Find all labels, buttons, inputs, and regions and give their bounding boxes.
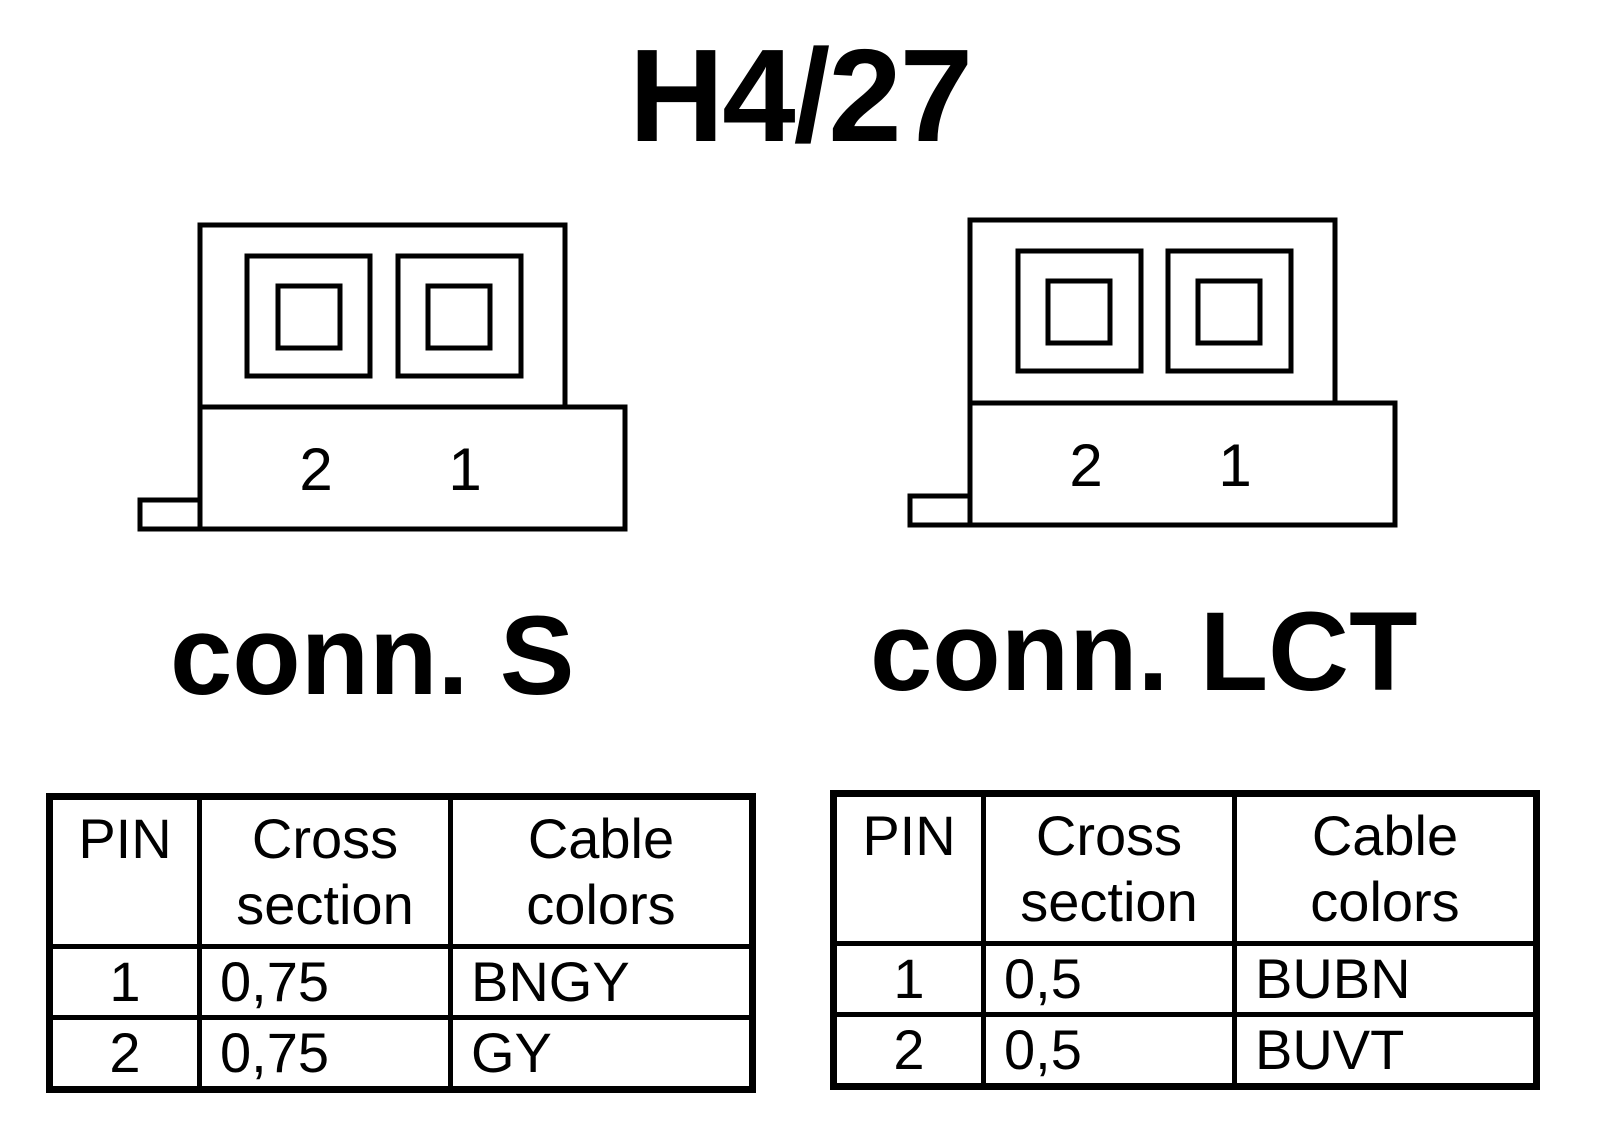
connector-lct-cavity-1 — [1165, 248, 1294, 374]
connector-lct-latch — [907, 493, 973, 528]
pin-cell: 2 — [831, 1012, 986, 1089]
pin-cell: 1 — [47, 944, 202, 1020]
header-cable-colors: Cable colors — [1232, 791, 1539, 946]
connector-lct-terminal-2 — [1045, 278, 1113, 346]
connector-lct-pin-1-label: 1 — [1218, 432, 1251, 499]
connector-s-terminal-2 — [275, 283, 343, 351]
header-cross-section: Cross section — [981, 791, 1237, 946]
header-pin: PIN — [831, 791, 986, 946]
cable-colors-cell: BUBN — [1232, 941, 1539, 1017]
connector-lct-drawing: 2 1 — [907, 217, 1398, 528]
cable-colors-cell: GY — [448, 1015, 755, 1092]
connector-lct-label: conn. LCT — [870, 589, 1418, 714]
cable-colors-cell: BUVT — [1232, 1012, 1539, 1089]
connector-s-pin-table: PIN Cross section Cable colors 1 0,75 BN… — [46, 793, 756, 1093]
connector-lct-terminal-1 — [1195, 278, 1263, 346]
cross-section-cell: 0,5 — [981, 941, 1237, 1017]
table-row: 1 0,75 BNGY — [47, 944, 755, 1020]
diagram-title: H4/27 — [628, 22, 973, 169]
cross-section-cell: 0,75 — [197, 944, 453, 1020]
connector-s-latch — [137, 497, 203, 532]
connector-s-pin-1-label: 1 — [448, 436, 481, 503]
connector-lct-base — [967, 400, 1398, 528]
header-pin: PIN — [47, 794, 202, 949]
header-cross-section: Cross section — [197, 794, 453, 949]
connector-lct-pin-table: PIN Cross section Cable colors 1 0,5 BUB… — [830, 790, 1540, 1090]
cross-section-cell: 0,5 — [981, 1012, 1237, 1089]
connector-s-terminal-1 — [425, 283, 493, 351]
cross-section-cell: 0,75 — [197, 1015, 453, 1092]
connector-lct-housing — [967, 217, 1338, 406]
connector-s-drawing: 2 1 — [137, 222, 628, 532]
pin-cell: 1 — [831, 941, 986, 1017]
connector-s-cavity-2 — [244, 253, 373, 379]
connector-s-cavity-1 — [395, 253, 524, 379]
connector-s-base — [197, 404, 628, 532]
connector-s-pin-2-label: 2 — [299, 436, 332, 503]
table-row: 2 0,5 BUVT — [831, 1012, 1539, 1089]
cable-colors-cell: BNGY — [448, 944, 755, 1020]
pin-cell: 2 — [47, 1015, 202, 1092]
connector-lct-pin-2-label: 2 — [1069, 432, 1102, 499]
table-row: 2 0,75 GY — [47, 1015, 755, 1092]
connector-lct-cavity-2 — [1015, 248, 1144, 374]
header-cable-colors: Cable colors — [448, 794, 755, 949]
table-header-row: PIN Cross section Cable colors — [831, 791, 1539, 946]
connector-s-label: conn. S — [170, 593, 575, 718]
table-row: 1 0,5 BUBN — [831, 941, 1539, 1017]
table-header-row: PIN Cross section Cable colors — [47, 794, 755, 949]
